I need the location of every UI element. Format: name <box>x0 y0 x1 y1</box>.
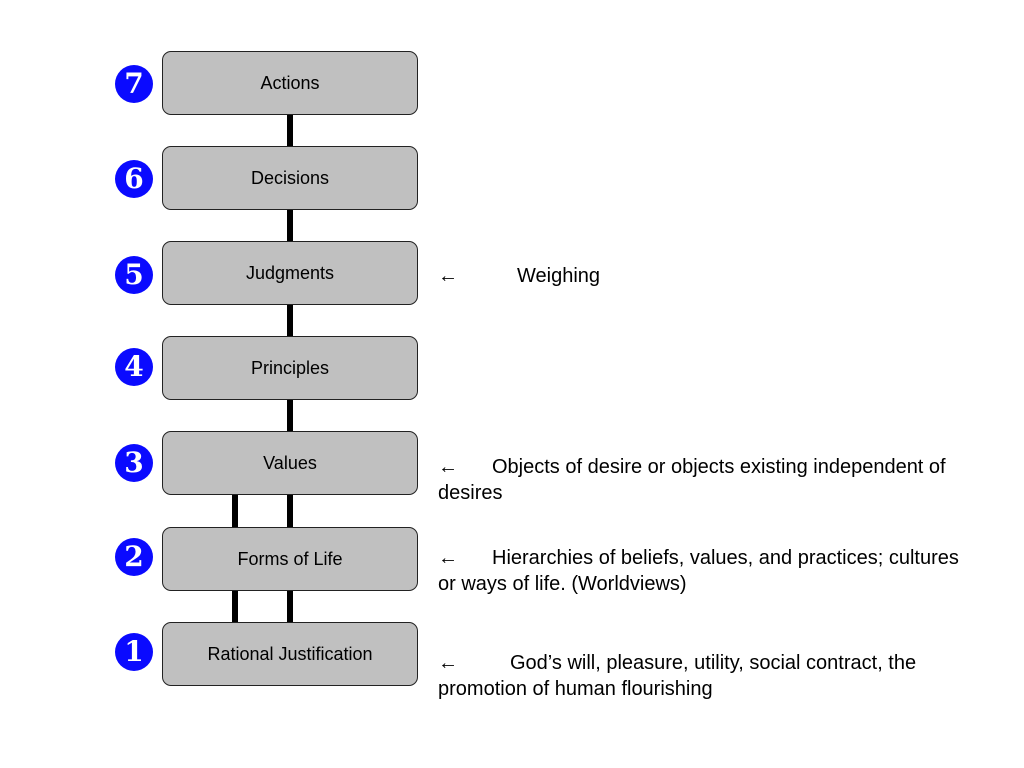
number-badge-4: 4 <box>115 348 153 386</box>
box-principles: Principles <box>162 336 418 400</box>
left-arrow-icon: ← <box>438 547 458 569</box>
box-label: Forms of Life <box>237 548 343 569</box>
left-arrow-icon: ← <box>438 265 458 287</box>
number-badge-3: 3 <box>115 444 153 482</box>
box-label: Actions <box>260 72 320 93</box>
box-label: Judgments <box>245 262 335 283</box>
box-label: Decisions <box>250 167 330 188</box>
number-badge-2: 2 <box>115 538 153 576</box>
box-decisions: Decisions <box>162 146 418 210</box>
number-badge-1: 1 <box>115 633 153 671</box>
annotation-rational-justification: God’s will, pleasure, utility, social co… <box>438 652 917 700</box>
box-judgments: Judgments <box>162 241 418 305</box>
annotation-values: Objects of desire or objects existing in… <box>438 456 946 504</box>
box-label: Rational Justification <box>207 643 373 664</box>
annotation-judgments: Weighing <box>517 265 601 287</box>
box-label: Principles <box>250 357 330 378</box>
box-forms-of-life: Forms of Life <box>162 527 418 591</box>
left-arrow-icon: ← <box>438 456 458 478</box>
box-values: Values <box>162 431 418 495</box>
box-rational-justification: Rational Justification <box>162 622 418 686</box>
box-actions: Actions <box>162 51 418 115</box>
box-label: Values <box>263 452 317 473</box>
annotation-forms-of-life: Hierarchies of beliefs, values, and prac… <box>438 547 959 595</box>
number-badge-6: 6 <box>115 160 153 198</box>
number-badge-7: 7 <box>115 65 153 103</box>
number-badge-5: 5 <box>115 256 153 294</box>
left-arrow-icon: ← <box>438 652 458 674</box>
